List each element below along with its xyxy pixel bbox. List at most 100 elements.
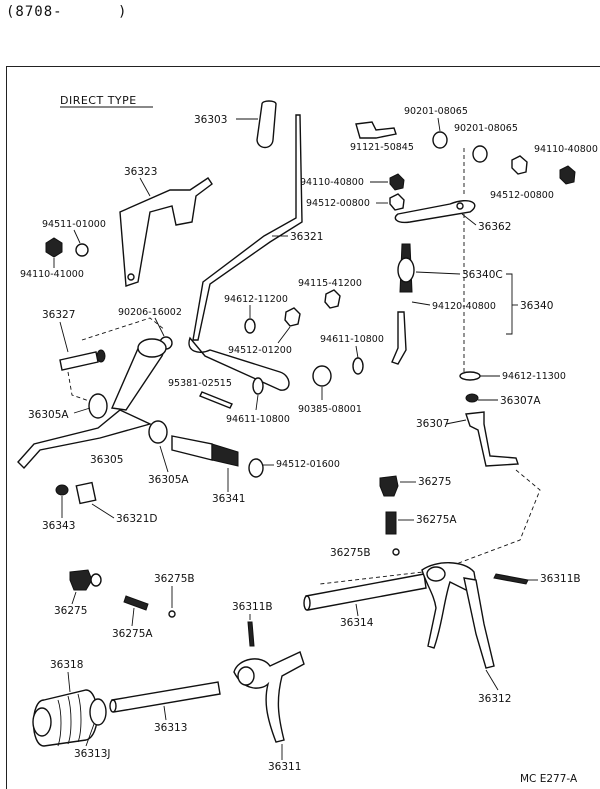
shift-lever-rod [192,114,303,341]
label-94512-00800-right: 94512-00800 [490,190,554,201]
label-36305A-right: 36305A [148,474,189,486]
shift-fork-36312-right [463,577,495,669]
label-36343: 36343 [42,520,75,532]
label-95381-02515: 95381-02515 [168,378,232,389]
label-36275A-left: 36275A [112,628,153,640]
lever-arm-boss [137,338,167,358]
label-36305: 36305 [90,454,123,466]
leader [415,271,461,275]
diagram-frame [6,66,600,789]
label-36341: 36341 [212,493,245,505]
plug-36275-right [379,475,399,497]
shift-lever-36307 [465,411,519,467]
label-94611-10800-right: 94611-10800 [320,334,384,345]
bolt-91121-50845 [355,121,397,139]
leader [131,607,135,627]
dashed-path [81,317,166,341]
link-arm-36362 [394,200,476,224]
label-36275-right: 36275 [418,476,451,488]
ball-36275B-right [392,548,400,556]
leader [67,671,71,693]
label-90385-08001: 90385-08001 [298,404,362,415]
leader [255,394,259,411]
bushing-36305A-right [148,420,168,444]
spring-36318 [32,689,98,747]
shift-fork-36311-bore [237,666,255,686]
label-94115-41200: 94115-41200 [298,278,362,289]
label-36321D: 36321D [116,513,158,525]
nut-94115-41200 [324,289,341,309]
label-94110-40800-left: 94110-40800 [300,177,364,188]
leader [411,301,431,306]
label-94611-10800-left: 94611-10800 [226,414,290,425]
plug-36275-left [69,569,93,591]
label-36323: 36323 [124,166,157,178]
washer-94611-10800-right [352,357,364,375]
pin-36311B-right [493,573,529,585]
dashed-path [319,469,541,585]
leader [139,177,151,197]
spring-36318-end [32,707,52,737]
label-36340C: 36340C [462,269,503,281]
label-91121-50845: 91121-50845 [350,142,414,153]
leader [277,326,291,344]
lever-arm-lower [17,409,153,470]
ball-joint-socket [397,257,415,283]
label-36275-left: 36275 [54,605,87,617]
leader [91,503,115,519]
nut-94110-40800-right [559,165,576,185]
washer-94611-10800-left [252,377,264,395]
header-code: (8708- [6,4,63,20]
shift-fork-36311 [233,651,305,743]
washer-94511-01000 [75,243,89,257]
link-arm-hole [456,202,464,210]
label-36275A-right: 36275A [416,514,457,526]
bolt-36343 [55,484,69,496]
nut-94110-41000 [45,237,63,258]
label-36318: 36318 [50,659,83,671]
nut-94512-00800-right [511,155,528,175]
shift-fork-36312-left [421,562,477,649]
leader [355,603,359,617]
rod-36340 [391,311,407,365]
header-close: ) [118,4,128,20]
label-36305A-left: 36305A [28,409,69,421]
label-36303: 36303 [194,114,227,126]
diagram-title: DIRECT TYPE [60,94,137,107]
leader [73,407,91,414]
footer-code: MC E277-A [520,773,578,785]
label-36340: 36340 [520,300,553,312]
block-36321D [75,481,97,505]
leader [73,229,81,244]
shift-shaft-36314 [305,573,427,611]
pin-36311B-left [247,621,255,647]
shaft-36313-end [109,699,117,713]
shift-bracket [119,177,213,287]
label-36362: 36362 [478,221,511,233]
label-94512-01200: 94512-01200 [228,345,292,356]
washer-94612-11200 [244,318,256,334]
shift-knob [256,100,277,149]
label-36321: 36321 [290,231,323,243]
bushing-90385-08001 [312,365,332,387]
leader [355,345,359,359]
label-94512-01600: 94512-01600 [276,459,340,470]
shift-fork-36312-bore [426,566,446,582]
label-36275B-right: 36275B [330,547,371,559]
label-36311: 36311 [268,761,301,773]
label-36327: 36327 [42,309,75,321]
washer-90201-08065-a [432,131,448,149]
shaft-36341 [171,435,213,461]
pin-95381-02515 [199,391,233,409]
label-36311B-right: 36311B [540,573,581,585]
nut-94512-01200 [284,307,301,327]
shift-lever-arm [188,336,290,391]
nut-94110-40800-left [389,173,405,191]
collar-36313J [89,698,107,726]
leader [159,445,169,473]
spring-36275A-left [123,595,149,611]
leader [445,419,467,425]
label-94612-11300: 94612-11300 [502,371,566,382]
shaft-36314-end [303,595,311,611]
